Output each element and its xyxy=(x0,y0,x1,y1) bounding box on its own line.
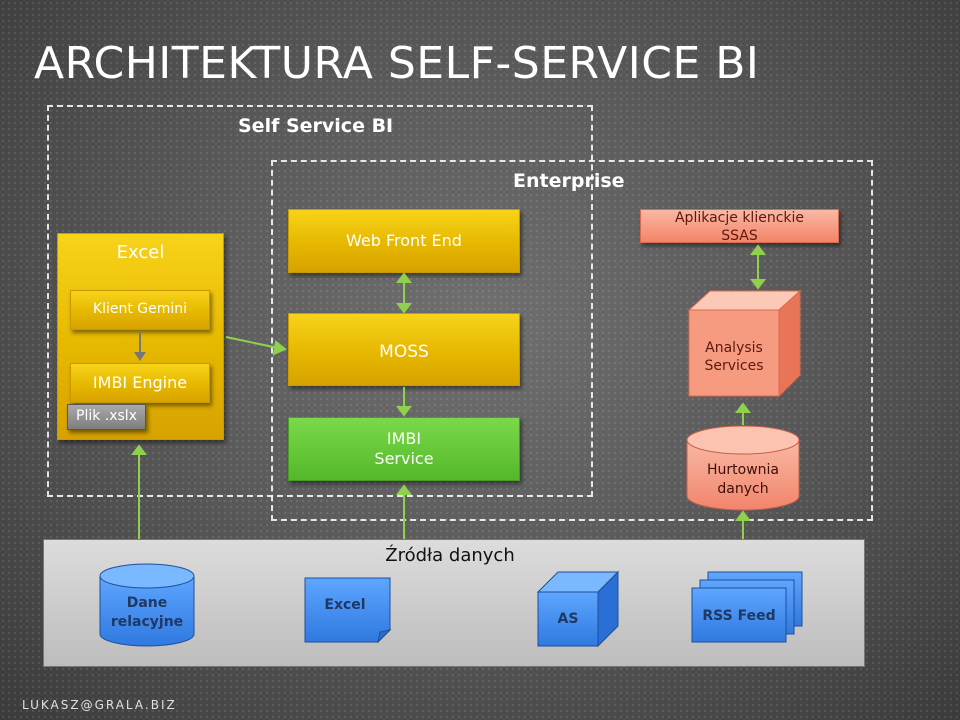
analysis-services-line2: Services xyxy=(704,358,764,375)
web-front-end-box: Web Front End xyxy=(288,209,520,273)
relational-data-line2: relacyjne xyxy=(110,613,184,630)
klient-gemini-box: Klient Gemini xyxy=(70,290,210,330)
client-apps-box: Aplikacje klienckie SSAS xyxy=(640,209,839,243)
data-warehouse-line1: Hurtownia xyxy=(706,462,779,478)
connectors xyxy=(131,244,766,539)
imbi-service-box: IMBI Service xyxy=(288,417,520,481)
rss-feed-stack xyxy=(691,571,803,643)
data-warehouse-cylinder xyxy=(686,425,800,511)
self-service-region xyxy=(47,105,593,497)
excel-document-shape xyxy=(304,577,392,644)
self-service-region-label: Self Service BI xyxy=(238,115,394,137)
as-source-label: AS xyxy=(557,611,579,627)
client-apps-line2: SSAS xyxy=(721,228,758,243)
imbi-engine-box: IMBI Engine xyxy=(70,363,210,403)
data-warehouse-line2: danych xyxy=(717,480,769,497)
client-apps-line1: Aplikacje klienckie xyxy=(674,209,804,226)
rss-feed-label: RSS Feed xyxy=(702,608,776,624)
analysis-services-cube xyxy=(687,289,802,398)
imbi-service-line1: IMBI xyxy=(386,429,422,448)
analysis-services-line1: Analysis xyxy=(705,340,763,356)
data-warehouse-label: Hurtownia danych xyxy=(687,461,799,499)
excel-source-label: Excel xyxy=(324,597,366,613)
enterprise-region xyxy=(271,160,873,521)
page-title: ARCHITEKTURA SELF-SERVICE BI xyxy=(34,38,760,89)
analysis-services-label: Analysis Services xyxy=(689,339,779,375)
excel-container-label: Excel xyxy=(116,242,165,263)
imbi-service-line2: Service xyxy=(374,449,434,468)
as-cube-shape xyxy=(536,570,620,648)
footer-email: LUKASZ@GRALA.BIZ xyxy=(22,698,177,712)
relational-data-label: Dane relacyjne xyxy=(100,594,194,632)
enterprise-region-label: Enterprise xyxy=(513,170,625,192)
relational-data-cylinder xyxy=(99,563,195,647)
data-sources-title: Źródła danych xyxy=(385,545,515,566)
gemini-to-engine-arrow xyxy=(134,331,146,361)
moss-box: MOSS xyxy=(288,313,520,386)
plik-xslx-tag: Plik .xslx xyxy=(67,404,146,430)
relational-data-line1: Dane xyxy=(126,595,168,611)
